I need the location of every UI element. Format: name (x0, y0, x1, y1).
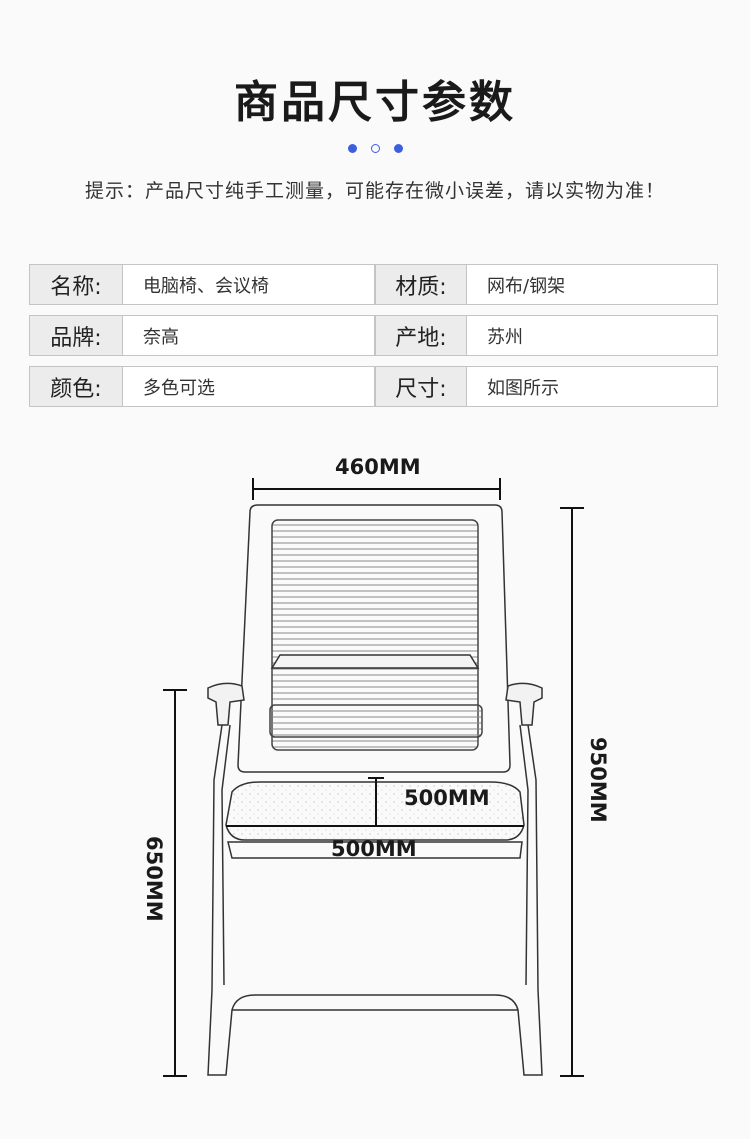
spec-label: 颜色: (29, 366, 123, 407)
spec-label: 产地: (375, 315, 467, 356)
dot-icon (393, 144, 403, 153)
spec-value: 多色可选 (123, 366, 375, 407)
spec-label: 材质: (375, 264, 467, 305)
spec-row: 品牌: 奈高 产地: 苏州 (29, 315, 718, 356)
dimension-seat-width: 500MM (331, 837, 417, 861)
spec-row: 名称: 电脑椅、会议椅 材质: 网布/钢架 (29, 264, 718, 305)
dot-icon (347, 144, 357, 153)
spec-value: 电脑椅、会议椅 (123, 264, 375, 305)
dot-icon (370, 144, 380, 153)
spec-label: 尺寸: (375, 366, 467, 407)
spec-label: 品牌: (29, 315, 123, 356)
decorative-dots (0, 144, 750, 153)
spec-table: 名称: 电脑椅、会议椅 材质: 网布/钢架 品牌: 奈高 产地: 苏州 颜色: … (29, 264, 718, 417)
spec-value: 网布/钢架 (467, 264, 718, 305)
dimension-seat-height: 650MM (142, 836, 166, 922)
chair-outline (207, 504, 543, 1076)
spec-value: 如图所示 (467, 366, 718, 407)
dimension-total-height: 950MM (586, 737, 610, 823)
measurement-notice: 提示：产品尺寸纯手工测量，可能存在微小误差，请以实物为准！ (84, 180, 665, 202)
dimension-seat-depth: 500MM (404, 786, 490, 810)
spec-value: 苏州 (467, 315, 718, 356)
spec-row: 颜色: 多色可选 尺寸: 如图所示 (29, 366, 718, 407)
dimension-lines (163, 478, 584, 1077)
spec-label: 名称: (29, 264, 123, 305)
spec-value: 奈高 (123, 315, 375, 356)
page-title: 商品尺寸参数 (234, 77, 516, 128)
dimension-top-width: 460MM (335, 455, 421, 479)
